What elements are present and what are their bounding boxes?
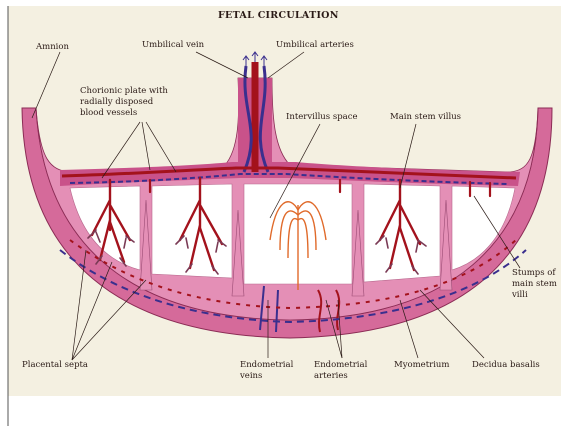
label-main-stem-villus: Main stem villus (390, 112, 461, 122)
label-endometrial-veins-1: Endometrial (240, 360, 293, 370)
label-endometrial-arteries-1: Endometrial (314, 360, 367, 370)
label-endometrial-veins-2: veins (240, 371, 262, 381)
label-umbilical-vein: Umbilical vein (142, 40, 204, 50)
label-amnion: Amnion (36, 42, 69, 52)
label-placental-septa: Placental septa (22, 360, 88, 370)
label-intervillous-space: Intervillus space (286, 112, 358, 122)
label-endometrial-arteries-2: arteries (314, 371, 348, 381)
label-stumps-3: villi (512, 290, 528, 300)
diagram-title: FETAL CIRCULATION (218, 10, 339, 21)
label-chorionic-plate-1: Chorionic plate with (80, 86, 168, 96)
label-myometrium: Myometrium (394, 360, 449, 370)
label-umbilical-arteries: Umbilical arteries (276, 40, 354, 50)
label-stumps-2: main stem (512, 279, 557, 289)
label-decidua-basalis: Decidua basalis (472, 360, 540, 370)
label-chorionic-plate-2: radially disposed (80, 97, 153, 107)
label-stumps-1: Stumps of (512, 268, 556, 278)
label-chorionic-plate-3: blood vessels (80, 108, 137, 118)
